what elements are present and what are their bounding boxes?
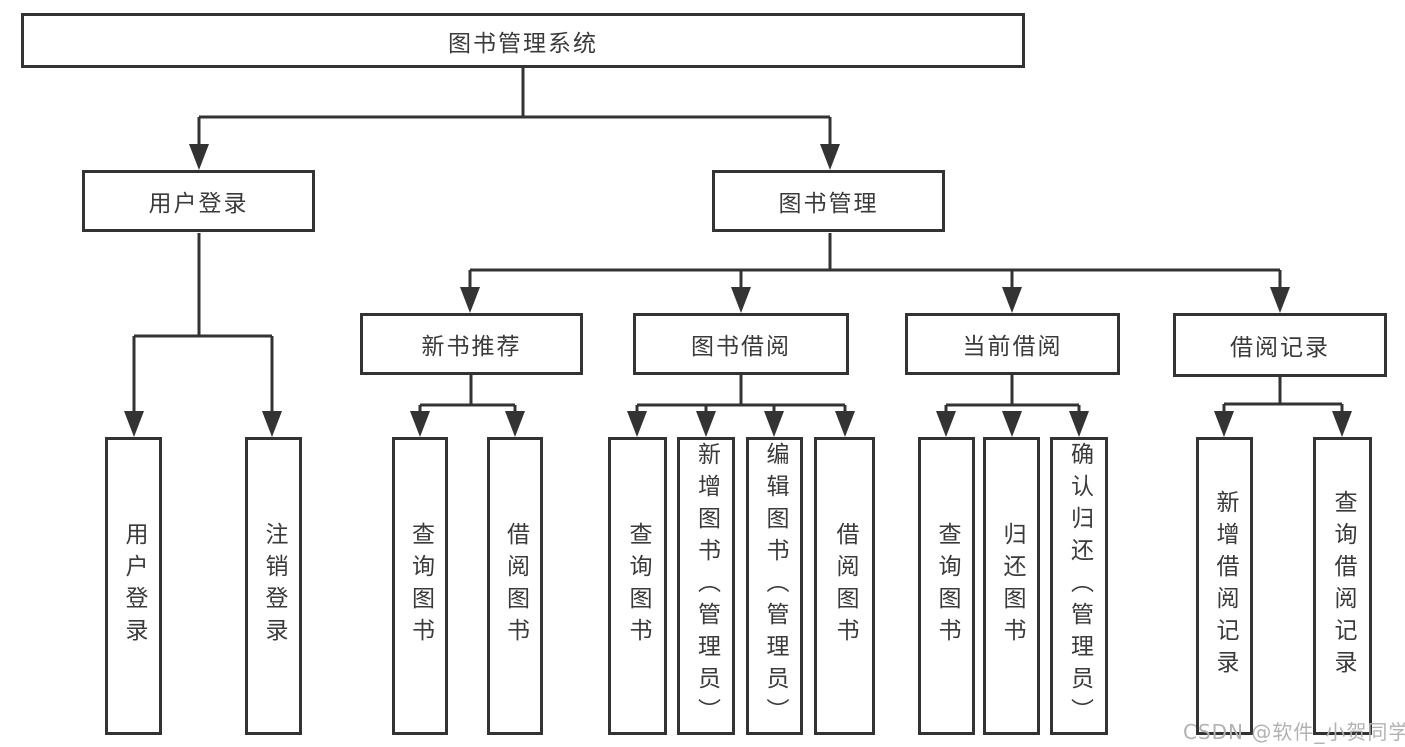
connector-current-to-leaves: [936, 375, 1089, 437]
node-label: 用户登录: [148, 191, 249, 217]
node-leaf-edit-books-admin: 编辑图书（管理员）: [746, 437, 803, 735]
node-leaf-query-books: 查询图书: [918, 437, 975, 735]
node-label: 确认归还（管理员）: [1066, 442, 1093, 730]
node-label: 图书管理系统: [448, 30, 598, 57]
node-new-book-recommend: 新书推荐: [360, 313, 583, 375]
node-leaf-user-login: 用户登录: [105, 437, 162, 735]
node-borrow-records: 借阅记录: [1173, 313, 1387, 377]
node-label: 借阅记录: [1230, 335, 1330, 361]
node-book-borrowing: 图书借阅: [633, 313, 849, 375]
node-label: 用户登录: [121, 522, 147, 650]
node-label: 归还图书: [999, 522, 1025, 650]
node-label: 借阅图书: [832, 522, 858, 650]
node-leaf-return-books: 归还图书: [983, 437, 1040, 735]
node-label: 新增借阅记录: [1212, 490, 1238, 682]
node-label: 当前借阅: [962, 334, 1063, 360]
node-label: 新增图书（管理员）: [693, 442, 720, 730]
node-label: 图书管理: [778, 191, 879, 217]
node-leaf-query-books: 查询图书: [392, 437, 448, 735]
node-label: 新书推荐: [421, 334, 522, 360]
connector-rec-to-leaves: [410, 375, 525, 437]
node-leaf-logout: 注销登录: [245, 437, 302, 735]
node-user-login: 用户登录: [82, 170, 315, 232]
node-leaf-confirm-return-admin: 确认归还（管理员）: [1050, 437, 1108, 735]
node-system-root: 图书管理系统: [21, 13, 1025, 68]
connector-records-to-leaves: [1214, 377, 1352, 437]
node-label: 图书借阅: [691, 334, 791, 360]
node-leaf-borrow-books: 借阅图书: [487, 437, 543, 735]
node-leaf-borrow-books: 借阅图书: [814, 437, 875, 735]
connector-login-to-leaves: [124, 233, 282, 437]
connector-mgmt-to-level3: [460, 233, 1290, 313]
node-book-management: 图书管理: [712, 170, 945, 232]
node-leaf-query-borrow-record: 查询借阅记录: [1313, 437, 1372, 735]
node-leaf-query-books: 查询图书: [608, 437, 667, 735]
node-current-borrowing: 当前借阅: [905, 313, 1120, 375]
node-leaf-add-books-admin: 新增图书（管理员）: [677, 437, 735, 735]
node-label: 编辑图书（管理员）: [762, 442, 788, 730]
connector-root-to-level2: [189, 68, 840, 170]
csdn-watermark: CSDN @软件_小贺同学: [1183, 720, 1405, 744]
node-label: 借阅图书: [502, 522, 529, 650]
node-label: 查询借阅记录: [1330, 490, 1356, 682]
node-label: 注销登录: [261, 522, 287, 650]
node-label: 查询图书: [934, 522, 960, 650]
node-label: 查询图书: [407, 522, 434, 650]
connector-borrow-to-leaves: [627, 375, 855, 437]
node-label: 查询图书: [625, 522, 651, 650]
node-leaf-add-borrow-record: 新增借阅记录: [1196, 437, 1253, 735]
